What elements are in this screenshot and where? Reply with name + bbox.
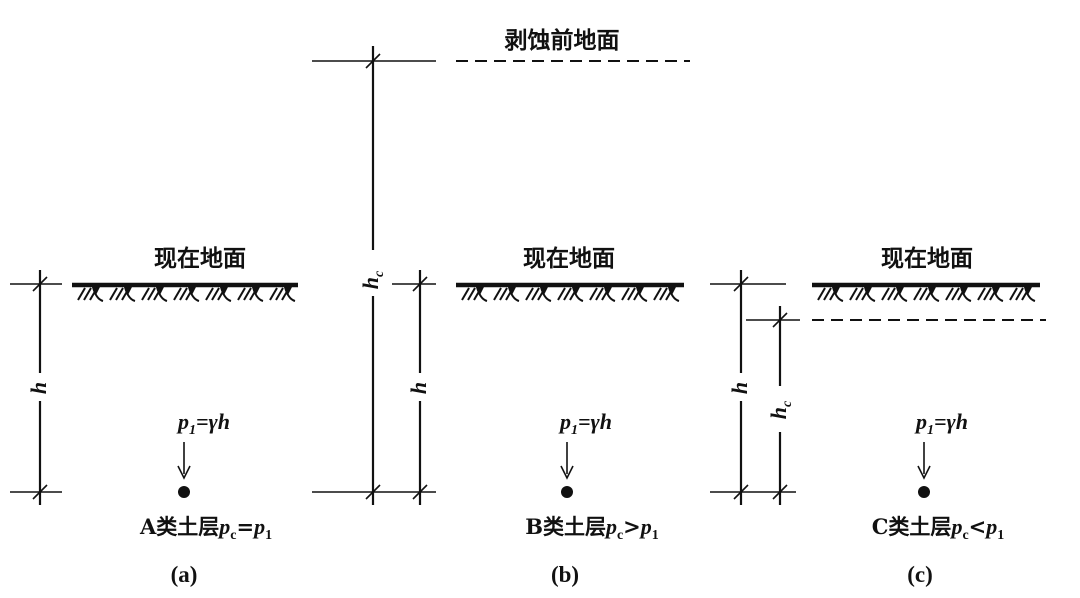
hatch-stroke — [983, 287, 992, 301]
hatch-stroke — [589, 287, 598, 301]
soil-label-a: A类土层pc=p1 — [139, 514, 272, 543]
hatch-notch — [604, 287, 612, 295]
hatch-stroke — [627, 287, 636, 301]
eroded-ground-label: 剥蚀前地面 — [505, 27, 620, 54]
hatch-stroke — [945, 287, 954, 301]
panel-b: 剥蚀前地面 hc 现在地面 h p1=γh B类土层pc>p1 (b) — [312, 27, 690, 587]
hatch-stroke — [115, 287, 124, 301]
formula-b: p1=γh — [558, 409, 612, 438]
ground-hatch-c — [817, 286, 1036, 302]
hatch-notch — [124, 287, 132, 295]
dim-label-hc-b: hc — [358, 270, 387, 289]
hatch-stroke — [557, 287, 566, 301]
hatch-stroke — [1009, 287, 1018, 301]
hatch-stroke — [83, 287, 92, 301]
hatch-stroke — [493, 287, 502, 301]
hatch-notch — [896, 287, 904, 295]
hatch-notch — [668, 287, 676, 295]
hatch-notch — [864, 287, 872, 295]
hatch-notch — [832, 287, 840, 295]
hatch-stroke — [141, 287, 150, 301]
arrow-head-a — [177, 465, 191, 480]
hatch-stroke — [147, 287, 156, 301]
hatch-stroke — [525, 287, 534, 301]
hatch-stroke — [817, 287, 826, 301]
hatch-notch — [540, 287, 548, 295]
hatch-stroke — [179, 287, 188, 301]
soil-point-b — [561, 486, 573, 498]
hatch-stroke — [499, 287, 508, 301]
current-ground-label-a: 现在地面 — [154, 245, 246, 272]
hatch-notch — [928, 287, 936, 295]
hatch-stroke — [881, 287, 890, 301]
hatch-stroke — [237, 287, 246, 301]
hatch-stroke — [211, 287, 220, 301]
hatch-stroke — [919, 287, 928, 301]
soil-point-c — [918, 486, 930, 498]
hatch-stroke — [621, 287, 630, 301]
hatch-stroke — [205, 287, 214, 301]
hatch-notch — [1024, 287, 1032, 295]
hatch-stroke — [531, 287, 540, 301]
caption-a: (a) — [171, 562, 198, 587]
hatch-stroke — [913, 287, 922, 301]
panel-a: 现在地面 h p1=γh A类土层pc=p1 (a) — [10, 245, 298, 587]
caption-c: (c) — [907, 562, 933, 587]
hatch-notch — [476, 287, 484, 295]
dim-label-hc-c: hc — [766, 400, 795, 419]
current-ground-label-c: 现在地面 — [881, 245, 973, 272]
hatch-stroke — [659, 287, 668, 301]
hatch-stroke — [595, 287, 604, 301]
dim-label-h-a: h — [26, 382, 51, 394]
hatch-stroke — [823, 287, 832, 301]
hatch-notch — [220, 287, 228, 295]
hatch-stroke — [951, 287, 960, 301]
hatch-notch — [992, 287, 1000, 295]
soil-point-a — [178, 486, 190, 498]
hatch-stroke — [849, 287, 858, 301]
hatch-notch — [960, 287, 968, 295]
hatch-notch — [636, 287, 644, 295]
hatch-notch — [572, 287, 580, 295]
panel-c: 现在地面 h hc p1=γh C类土层pc<p1 (c) — [710, 245, 1046, 587]
formula-a: p1=γh — [176, 409, 230, 438]
hatch-stroke — [109, 287, 118, 301]
caption-b: (b) — [551, 562, 579, 587]
soil-label-b: B类土层pc>p1 — [525, 514, 659, 543]
arrow-head-c — [917, 465, 931, 480]
ground-hatch-a — [77, 286, 296, 302]
hatch-stroke — [653, 287, 662, 301]
dim-label-h-b: h — [406, 382, 431, 394]
hatch-stroke — [269, 287, 278, 301]
hatch-stroke — [275, 287, 284, 301]
hatch-stroke — [563, 287, 572, 301]
hatch-notch — [156, 287, 164, 295]
hatch-stroke — [855, 287, 864, 301]
hatch-stroke — [461, 287, 470, 301]
hatch-stroke — [977, 287, 986, 301]
current-ground-label-b: 现在地面 — [523, 245, 615, 272]
hatch-notch — [188, 287, 196, 295]
hatch-notch — [508, 287, 516, 295]
hatch-stroke — [243, 287, 252, 301]
hatch-stroke — [1015, 287, 1024, 301]
hatch-stroke — [887, 287, 896, 301]
soil-label-c: C类土层pc<p1 — [872, 514, 1005, 543]
hatch-notch — [284, 287, 292, 295]
hatch-notch — [92, 287, 100, 295]
dim-label-h-c: h — [727, 382, 752, 394]
arrow-head-b — [560, 465, 574, 480]
formula-c: p1=γh — [914, 409, 968, 438]
hatch-stroke — [77, 287, 86, 301]
ground-hatch-b — [461, 286, 680, 302]
hatch-stroke — [467, 287, 476, 301]
hatch-notch — [252, 287, 260, 295]
hatch-stroke — [173, 287, 182, 301]
